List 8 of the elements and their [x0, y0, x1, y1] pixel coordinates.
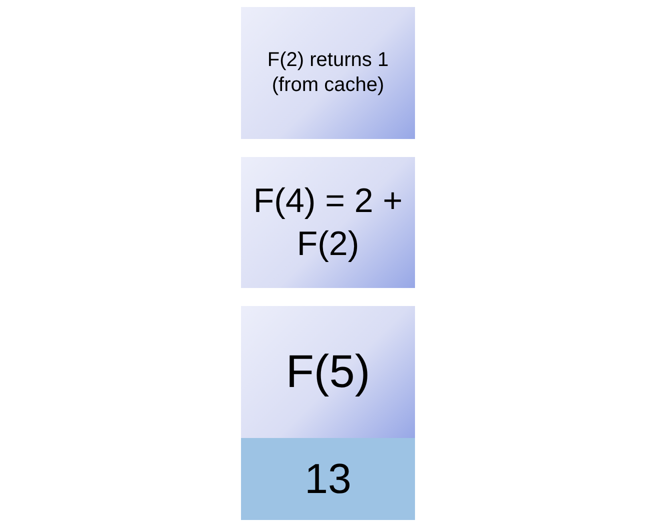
frame-label: 13	[304, 454, 352, 504]
frame-label: F(2) returns 1 (from cache)	[266, 48, 390, 98]
result-box	[241, 438, 415, 520]
frame-label: F(4) = 2 + F(2)	[253, 181, 403, 264]
stack-frame	[241, 157, 415, 288]
stack-frame	[241, 306, 415, 438]
stack-frame	[241, 7, 415, 139]
frame-label: F(5)	[286, 344, 370, 400]
